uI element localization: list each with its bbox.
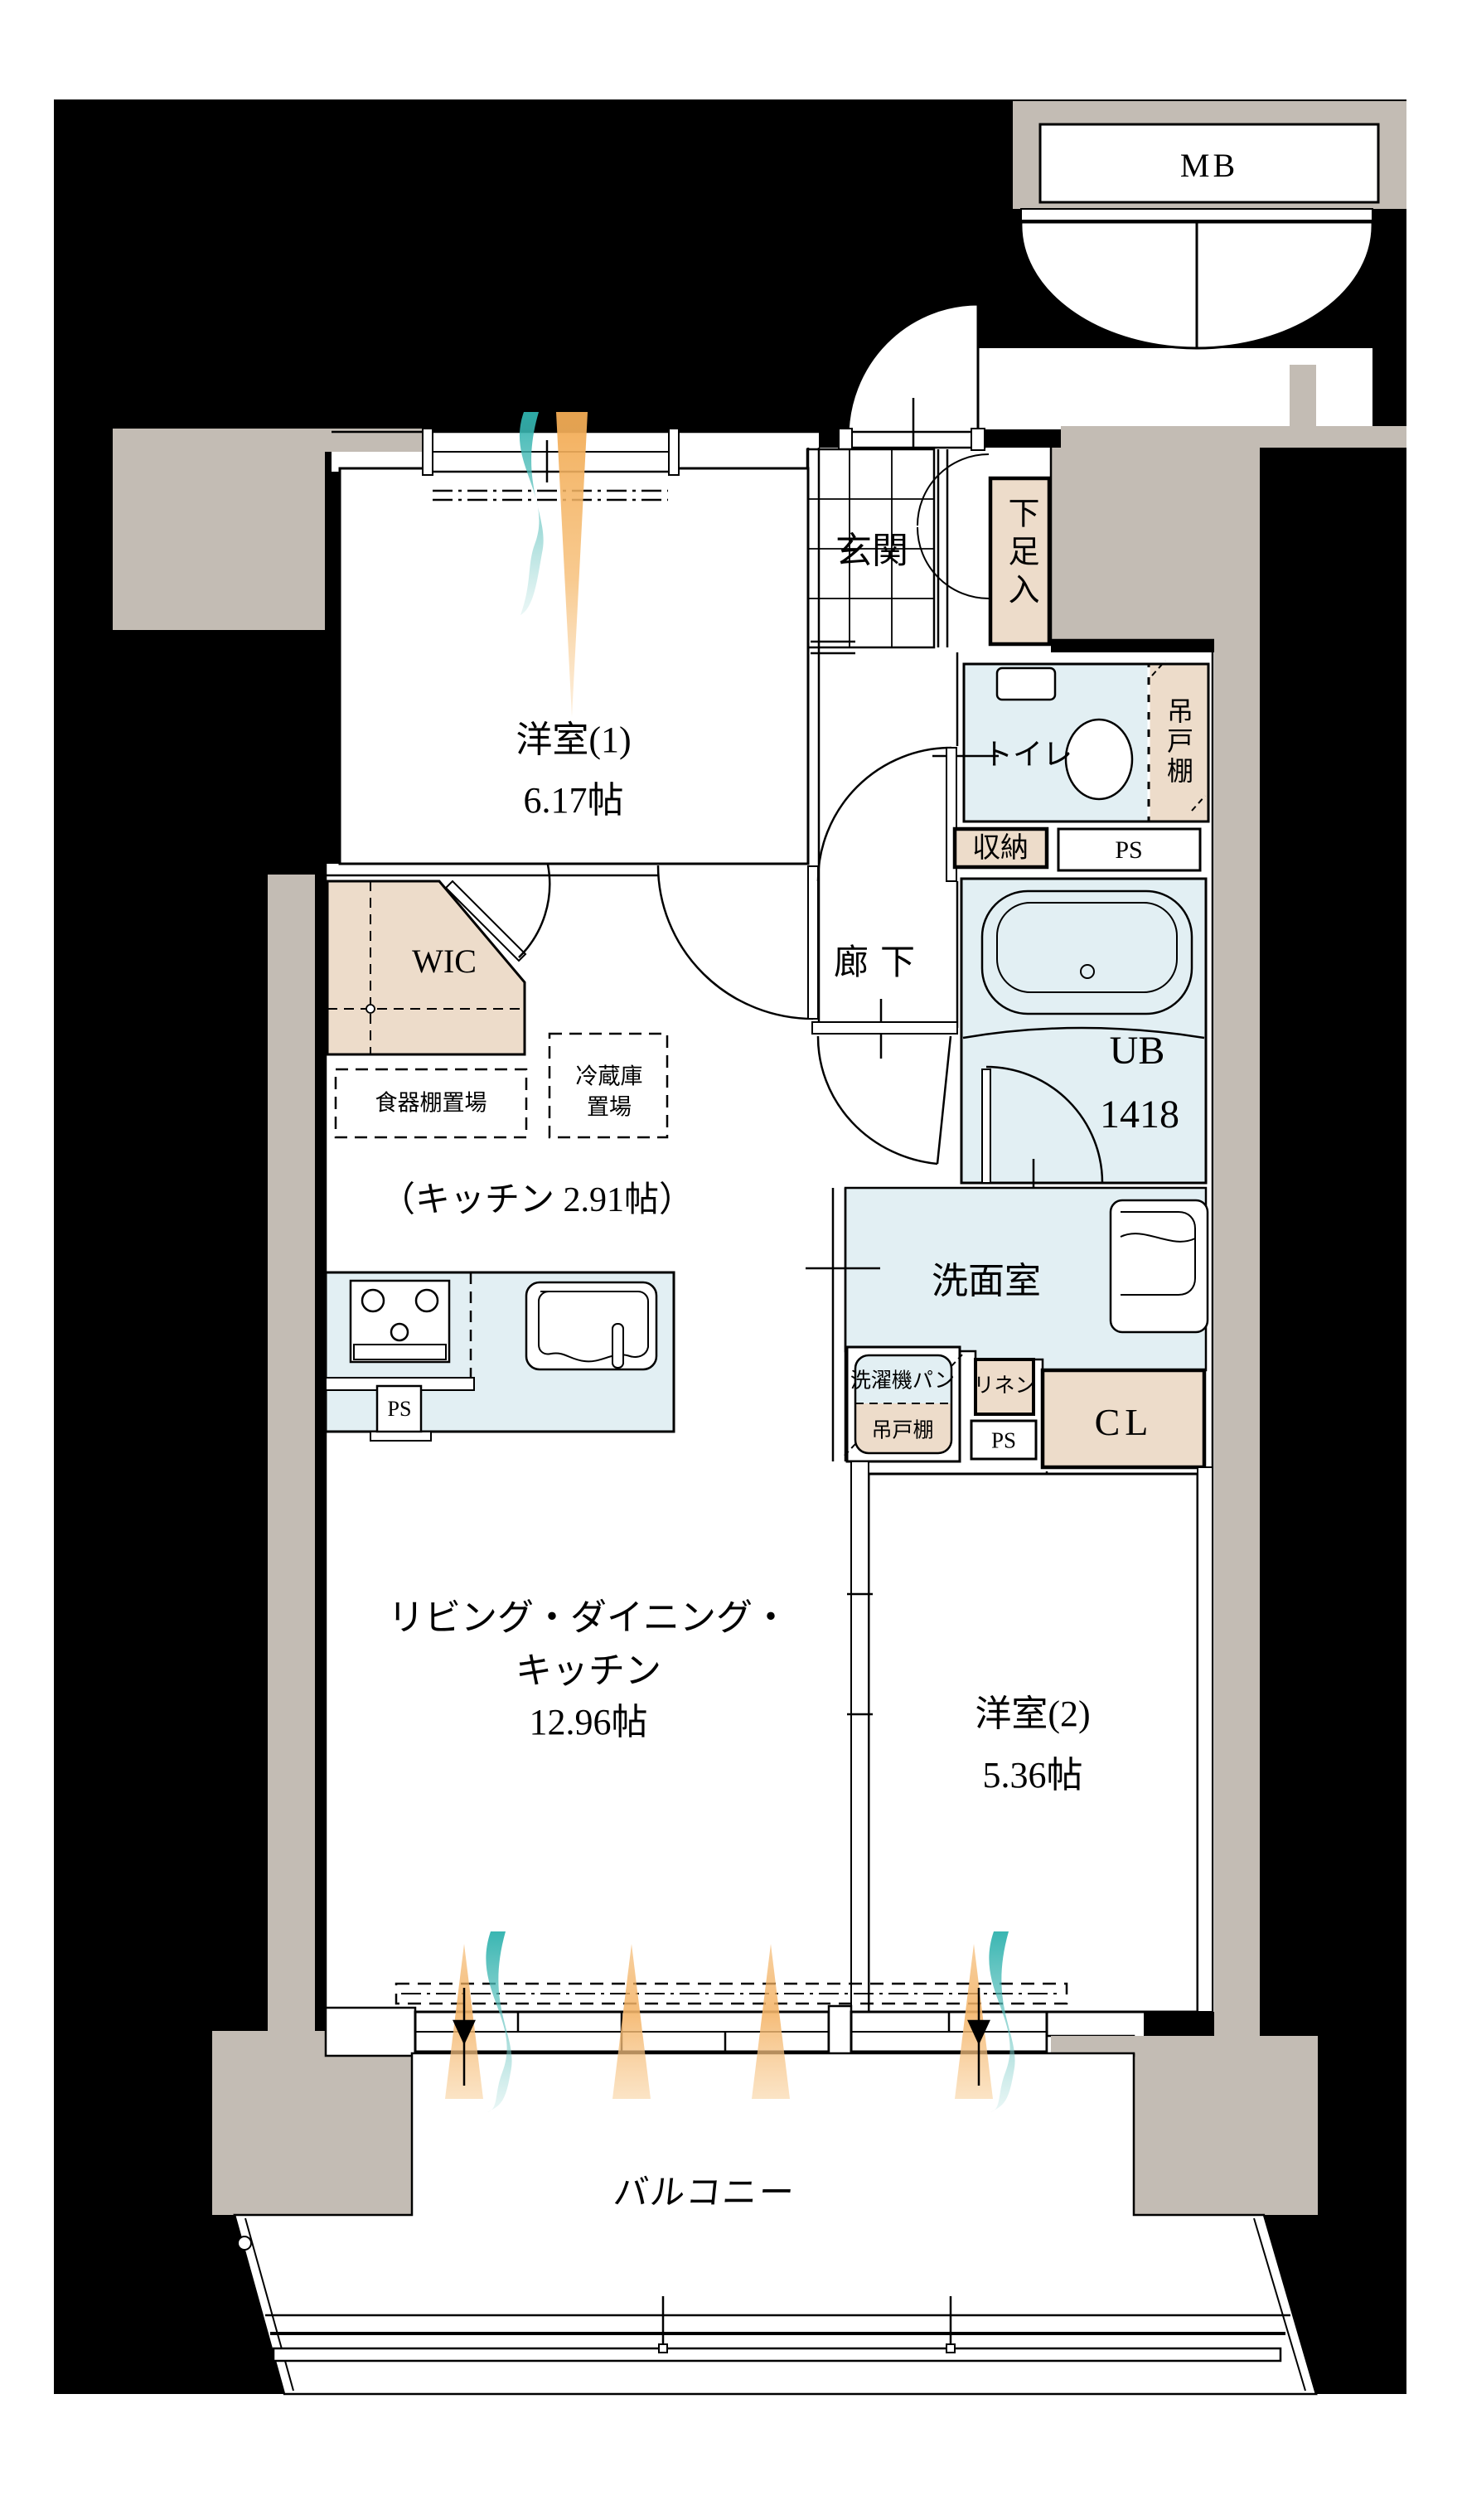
fridge-label-1: 冷蔵庫 xyxy=(575,1064,643,1089)
wic-door-leaf xyxy=(444,880,527,962)
balcony-wall-strip xyxy=(1051,2036,1144,2053)
mb-door-left xyxy=(1019,220,1198,350)
unit-bath-size: 1418 xyxy=(1100,1093,1179,1136)
sunlight-wedge-top xyxy=(556,412,588,717)
bedroom1-door xyxy=(656,865,819,1020)
fridge-label-2: 置場 xyxy=(587,1094,632,1120)
kitchen-ps-label: PS xyxy=(387,1397,412,1421)
ldk-partition-wall xyxy=(850,1461,869,2013)
genkan-label: 玄関 xyxy=(835,531,908,571)
ps-box-top xyxy=(1057,827,1202,872)
washroom-door xyxy=(811,1021,958,1166)
unit-bath-label: UB xyxy=(1109,1029,1165,1073)
corridor-label: 廊下 xyxy=(833,944,927,982)
washer-pan-label: 洗濯機パン xyxy=(850,1369,956,1393)
unit-bath xyxy=(960,877,1208,1217)
kitchen-ps-box xyxy=(375,1384,423,1433)
bedroom2-size: 5.36帖 xyxy=(982,1755,1083,1796)
washer-pan xyxy=(842,1345,965,1463)
storage-label: 収納 xyxy=(972,833,1029,864)
fridge-space xyxy=(548,1032,669,1139)
ldk-label-1: リビング・ダイニング・ xyxy=(388,1597,789,1638)
bathtub xyxy=(980,889,1193,1015)
window-mullion xyxy=(827,2004,853,2057)
bedroom1-name: 洋室(1) xyxy=(516,720,632,760)
ps-small-label: PS xyxy=(990,1427,1017,1453)
dish-shelf-space xyxy=(334,1068,528,1139)
ps-top-label: PS xyxy=(1115,836,1143,864)
toilet-room xyxy=(932,660,1210,823)
washer-cupboard-label: 吊戸棚 xyxy=(871,1419,934,1442)
bath-door-swing xyxy=(985,1065,1104,1184)
balcony-label: バルコニー xyxy=(611,2174,798,2212)
toilet-cupboard-label: 吊戸棚 xyxy=(1164,697,1193,787)
balcony-drain xyxy=(237,2236,252,2251)
ps-box-small xyxy=(970,1419,1038,1461)
kitchen-counter xyxy=(324,1271,675,1442)
ldk-label-3: 12.96帖 xyxy=(529,1702,648,1742)
mb-label: MB xyxy=(1179,147,1239,184)
light-air-symbols xyxy=(445,412,1015,2112)
faucet xyxy=(612,1323,624,1369)
mb-door-right xyxy=(1195,220,1374,350)
toilet-label: トイレ xyxy=(982,738,1073,771)
kitchen-placement-boxes xyxy=(334,1032,669,1139)
toilet-hanging-cupboard xyxy=(1147,662,1210,823)
toilet-tank xyxy=(995,666,1057,701)
closet-cl xyxy=(1040,1368,1207,1549)
airflow-ribbon-top xyxy=(519,412,544,615)
toilet-door xyxy=(816,746,957,882)
kitchen-note-label: （キッチン 2.91帖） xyxy=(380,1181,695,1219)
closet-label: CL xyxy=(1094,1401,1154,1443)
linen-label: リネン xyxy=(973,1374,1036,1398)
dish-shelf-label: 食器棚置場 xyxy=(375,1090,487,1116)
meter-box xyxy=(1019,123,1380,350)
bedroom2-name: 洋室(2) xyxy=(975,1694,1091,1734)
balcony xyxy=(233,2052,1318,2396)
bedroom1-window xyxy=(422,428,680,502)
linen-shelf xyxy=(974,1358,1035,1416)
ldk-label-2: キッチン xyxy=(516,1650,661,1691)
genkan-area xyxy=(806,448,949,655)
bedroom1-size: 6.17帖 xyxy=(523,780,624,821)
wic-label: WIC xyxy=(412,943,477,980)
toilet-bowl xyxy=(1064,718,1134,801)
washroom-label: 洗面室 xyxy=(932,1261,1041,1301)
walk-in-closet xyxy=(326,864,551,1056)
flow-arrows xyxy=(453,1988,990,2086)
hall-storage xyxy=(952,826,1049,870)
bedroom2 xyxy=(847,1461,1213,2014)
airflow-ribbons-bottom xyxy=(486,1931,1015,2112)
wic-door-swing xyxy=(518,864,551,958)
washroom xyxy=(806,1186,1209,1461)
shoe-cabinet-label: 下足入 xyxy=(1003,497,1038,611)
shoe-cabinet xyxy=(917,453,1052,647)
entry-door xyxy=(838,303,986,482)
